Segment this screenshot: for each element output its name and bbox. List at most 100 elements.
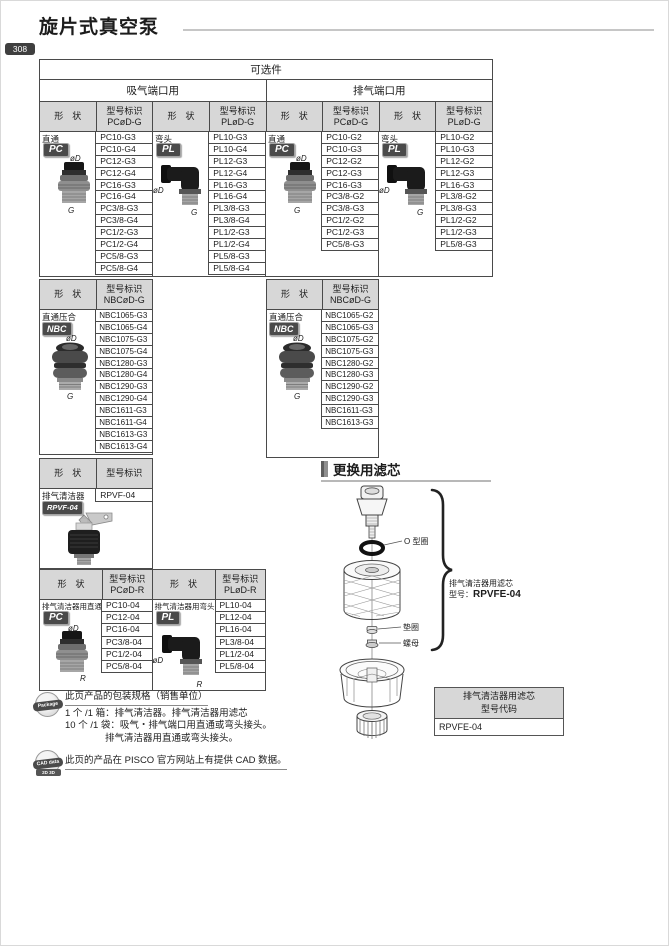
- fitting-block-cleaner-pc: 形 状 型号标识 PCøD-R 排气清洁器用直通 PC øD R PC10-04…: [40, 570, 153, 690]
- model-cell: PC1/2-04: [102, 648, 152, 661]
- thread-label: G: [191, 208, 198, 217]
- exhaust-cleaner-table: 形 状 型号标识 排气清洁器 RPVF-04 RPVF-04: [39, 458, 153, 569]
- fitting-type-label: 直通压合: [42, 312, 77, 322]
- thread-label: R: [196, 680, 203, 689]
- model-cell: PL5/8-G3: [436, 239, 492, 251]
- fitting-type-label: 直通: [42, 134, 60, 144]
- model-cell: PL1/2-G4: [209, 239, 265, 251]
- nbc-fitting-image: [52, 342, 88, 390]
- model-cell: PC10-G4: [96, 143, 152, 156]
- model-cell: PL10-G3: [209, 132, 265, 144]
- filter-callout-line2: 型号：RPVFE-04: [449, 589, 521, 600]
- exhaust-cleaner-image: [68, 512, 113, 565]
- model-code-label: NBCøD-G: [103, 294, 145, 305]
- model-cell: PC12-G3: [96, 155, 152, 168]
- model-cell: PL1/2-04: [215, 648, 265, 661]
- shape-header-cell: 形 状: [153, 102, 210, 131]
- model-cell: PL3/8-G3: [209, 203, 265, 216]
- elbow-fitting-image: [161, 635, 202, 675]
- packing-note-line1: 1 个 /1 箱：排气清洁器。排气清洁器用滤芯: [65, 707, 248, 719]
- model-cell: NBC1611-G3: [322, 405, 378, 418]
- model-cell: PL10-G3: [436, 143, 492, 156]
- filter-model-callout: 排气清洁器用滤芯 型号：RPVFE-04: [449, 578, 521, 600]
- shape-header-cell: 形 状: [40, 102, 97, 131]
- series-badge-pl: PL: [382, 143, 407, 157]
- straight-fitting-image: [284, 162, 316, 203]
- filter-section-title-text: 更换用滤芯: [333, 463, 401, 478]
- series-badge-rpvf: RPVF-04: [42, 501, 83, 515]
- package-icon: Package: [32, 692, 64, 717]
- model-cell: NBC1613-G3: [322, 417, 378, 429]
- model-cell: PC1/2-G3: [322, 227, 378, 240]
- filter-model-number: RPVFE-04: [473, 589, 521, 600]
- model-header-label: 型号标识: [332, 283, 369, 294]
- diameter-label: øD: [70, 154, 81, 163]
- model-header-label: 型号标识: [106, 283, 143, 294]
- fitting-type-label: 直通: [268, 134, 286, 144]
- filter-model-prefix: 型号：: [449, 590, 473, 599]
- model-cell: PC3/8-G3: [96, 203, 152, 216]
- model-cell: PC1/2-G3: [96, 227, 152, 240]
- model-header-cell: 型号标识: [96, 459, 152, 488]
- model-cell: PC3/8-G3: [322, 203, 378, 216]
- model-cell: NBC1613-G3: [96, 428, 152, 441]
- filter-callout-line1: 排气清洁器用滤芯: [449, 579, 513, 588]
- model-cell: PL1/2-G3: [209, 227, 265, 240]
- model-cell: NBC1280-G3: [96, 357, 152, 370]
- model-header-cell: 型号标识 PCøD-R: [103, 570, 152, 599]
- model-code-label: PCøD-R: [110, 584, 145, 595]
- package-icon-label: Package: [32, 699, 64, 712]
- elbow-fitting-image: [161, 165, 201, 205]
- filter-code-box-header: 排气清洁器用滤芯 型号代码: [434, 687, 564, 719]
- model-cell: PC12-G3: [322, 167, 378, 180]
- model-cell: PL3/8-04: [215, 636, 265, 649]
- model-cell: PC5/8-G3: [322, 239, 378, 251]
- model-cell: PL3/8-G2: [436, 191, 492, 204]
- model-cell: PL5/8-04: [215, 660, 265, 674]
- fitting-type-label: 弯头: [381, 134, 399, 144]
- model-cell: PL16-G4: [209, 191, 265, 204]
- model-header-cell: 型号标识 NBCøD-G: [96, 280, 152, 309]
- model-cell: PC12-G4: [96, 167, 152, 180]
- filter-exploded-diagram: [339, 485, 405, 739]
- model-cell: PC16-G4: [96, 191, 152, 204]
- thread-label: G: [67, 392, 74, 401]
- diameter-label: øD: [153, 186, 164, 195]
- cad-icon-sublabel: 2D 3D: [36, 769, 61, 776]
- model-header-label: 型号标识: [109, 573, 146, 584]
- fitting-block-cleaner-pl: 形 状 型号标识 PLøD-R 排气清洁器用弯头 PL øD R PL10-04…: [152, 570, 265, 690]
- model-cell: RPVF-04: [96, 489, 152, 502]
- model-cell: PC3/8-G4: [96, 215, 152, 228]
- model-code-label: NBCøD-G: [330, 294, 371, 305]
- thread-label: R: [80, 674, 86, 683]
- model-cell: PL10-04: [215, 600, 265, 613]
- model-header-cell: 型号标识 NBCøD-G: [323, 280, 378, 309]
- packing-note: Package 此页产品的包装规格（销售单位） 1 个 /1 箱：排气清洁器。排…: [32, 691, 375, 745]
- series-badge-pc: PC: [43, 143, 69, 157]
- model-cell: PC10-G3: [322, 143, 378, 156]
- shape-header-cell: 形 状: [40, 570, 103, 599]
- model-code-label: PLøD-G: [447, 116, 481, 127]
- model-cell: NBC1065-G4: [96, 321, 152, 334]
- packing-note-line3: 排气清洁器用直通或弯头接头。: [105, 732, 239, 744]
- nbc-exhaust-table: 形 状 型号标识 NBCøD-G 直通压合 NBC øD G NBC1065-G…: [266, 279, 379, 458]
- model-header-label: 型号标识: [106, 468, 143, 478]
- shape-header-cell: 形 状: [267, 280, 323, 309]
- cad-data-icon: CAD data 2D 3D: [32, 750, 64, 776]
- diameter-label: øD: [68, 624, 79, 633]
- model-cell: PC10-G2: [322, 132, 378, 144]
- model-cell: PL10-G4: [209, 143, 265, 156]
- elbow-fitting-image: [387, 165, 427, 205]
- model-header-label: 型号标识: [332, 105, 369, 116]
- model-list: RPVF-04: [95, 489, 152, 502]
- thread-label: G: [294, 206, 301, 215]
- suction-group-header: 吸气端口用: [40, 80, 267, 101]
- filter-section-title: 更换用滤芯: [321, 459, 401, 479]
- model-cell: PL10-G2: [436, 132, 492, 144]
